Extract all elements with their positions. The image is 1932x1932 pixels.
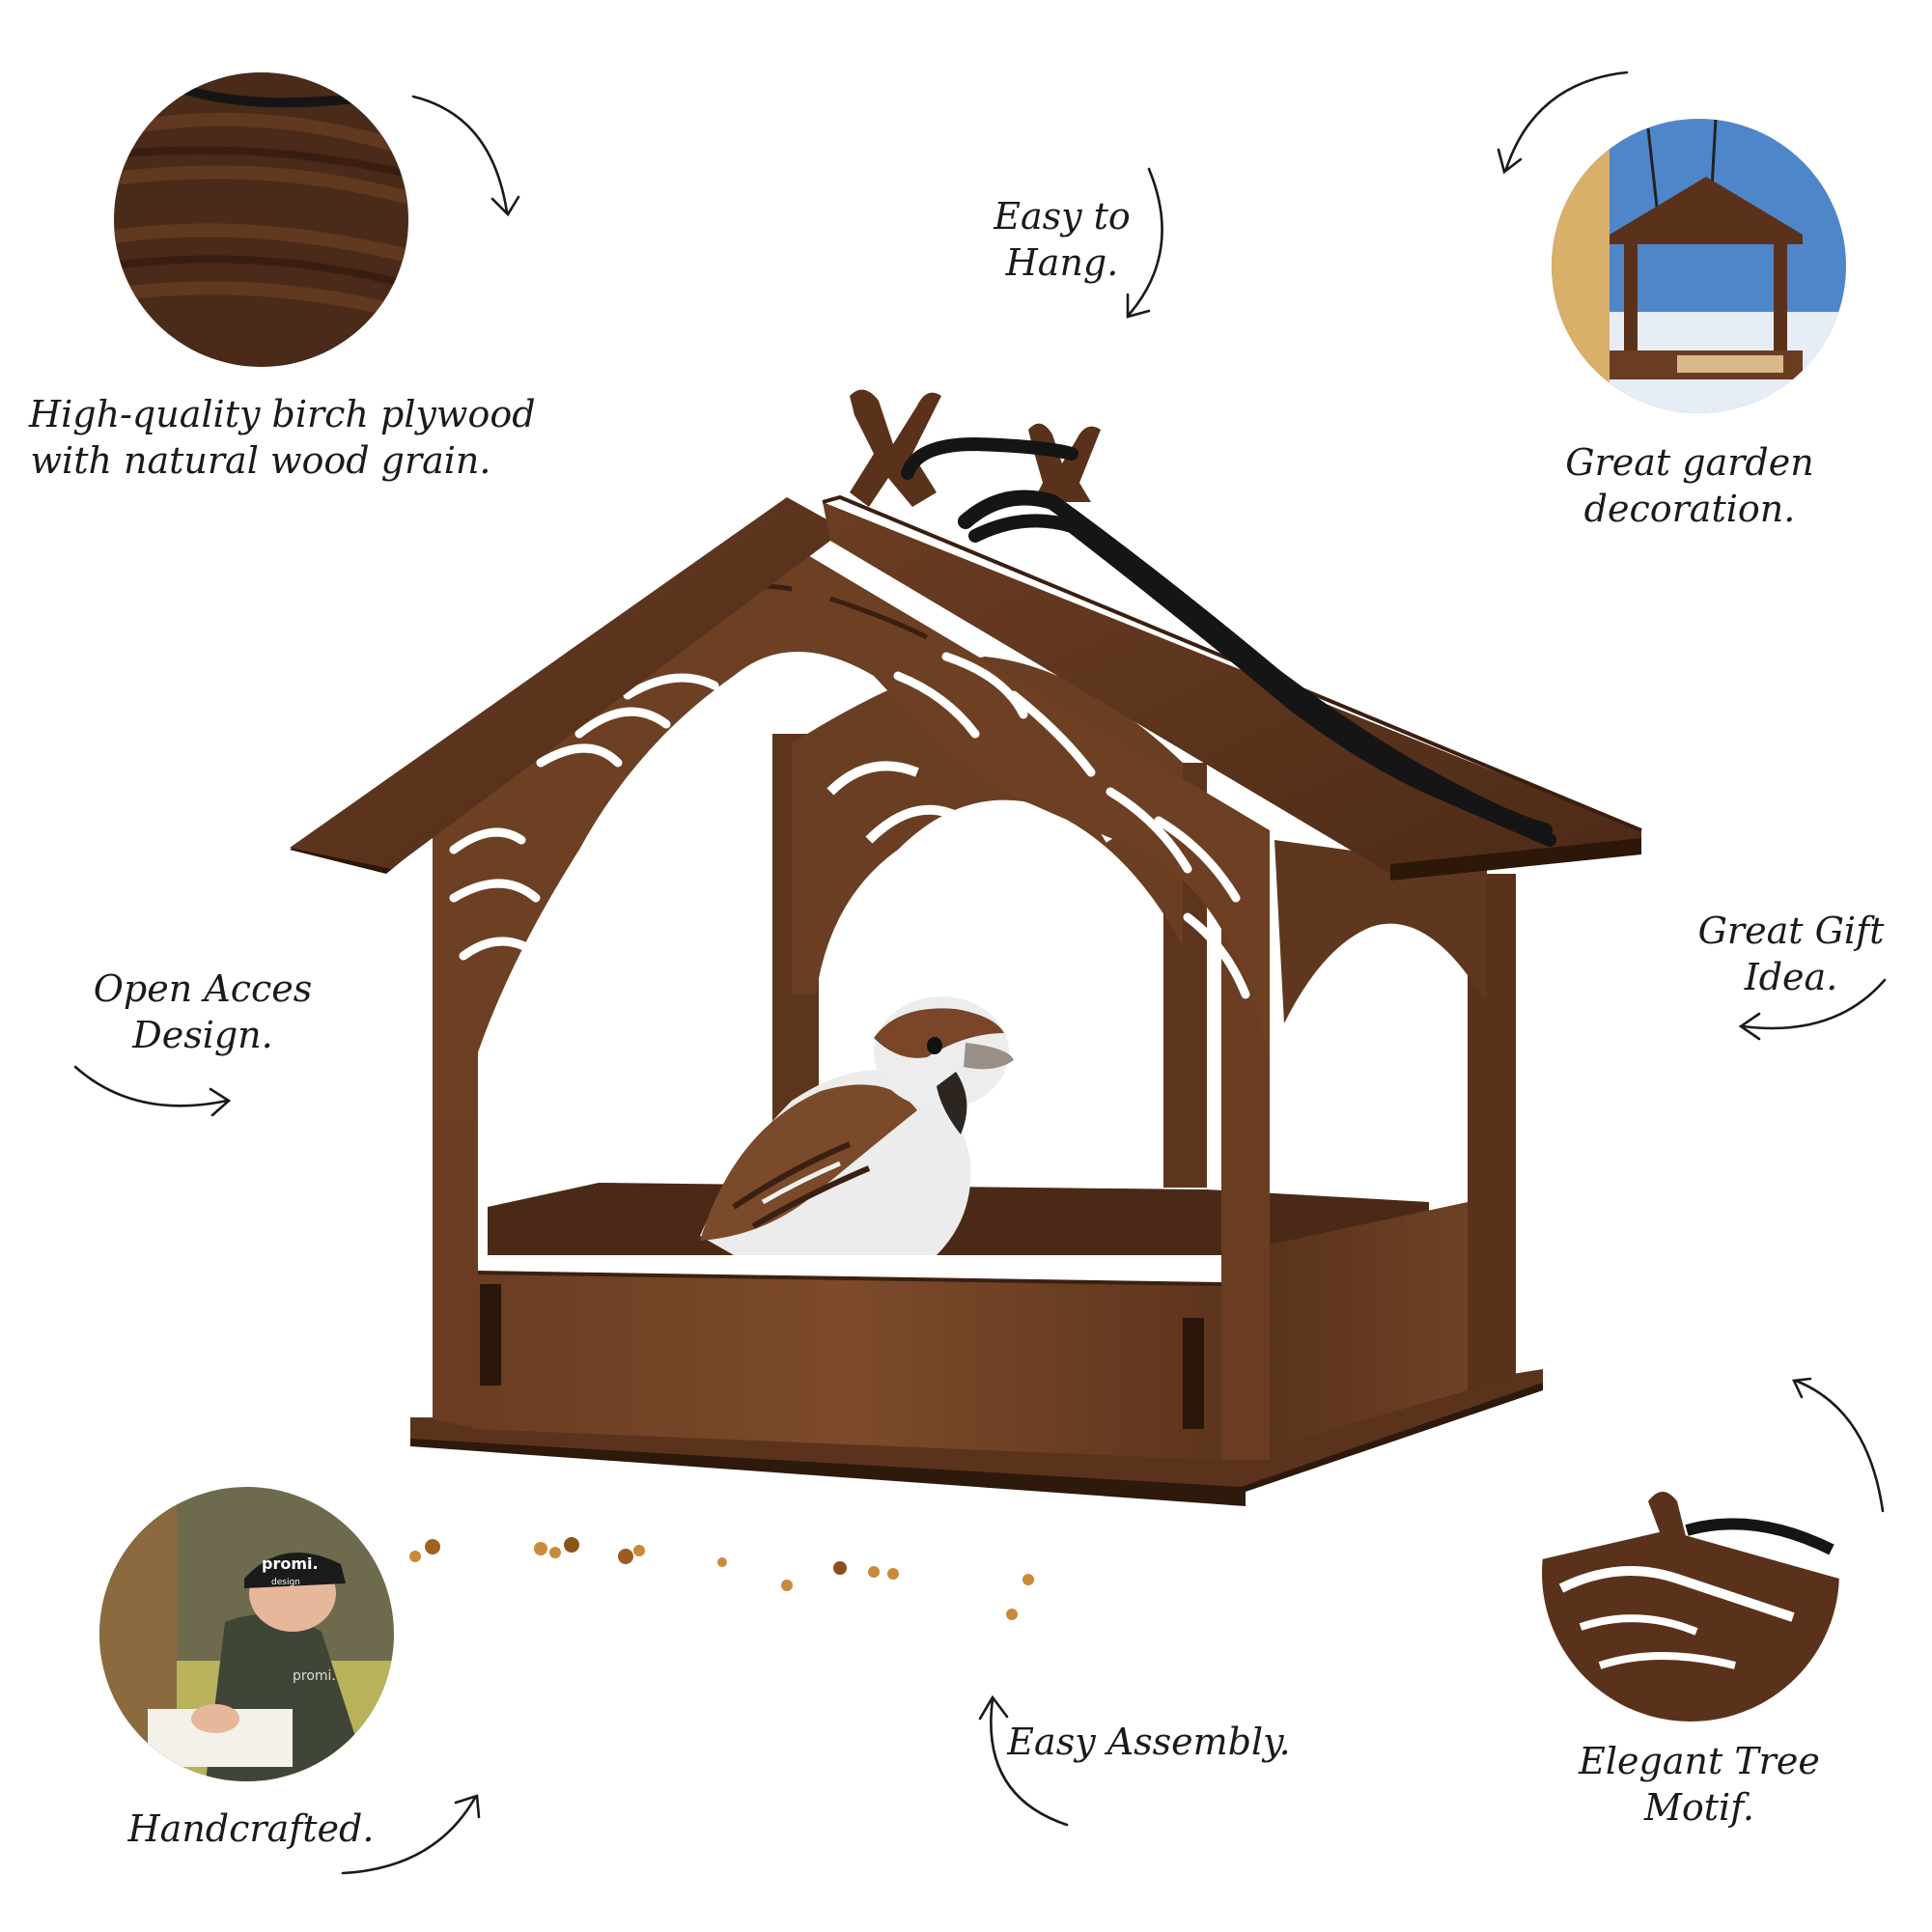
caption-garden-line2: decoration. (1583, 488, 1796, 530)
caption-wood-grain-line1: High-quality birch plywood (29, 393, 536, 435)
caption-open-access-line2: Design. (132, 1014, 273, 1056)
caption-assembly: Easy Assembly. (1004, 1719, 1294, 1765)
caption-gift-line1: Great Gift (1697, 910, 1885, 952)
tree-motif-thumbnail (1542, 1424, 1839, 1722)
caption-easy-hang-line2: Hang. (1005, 241, 1119, 284)
caption-garden: Great garden decoration. (1545, 439, 1834, 532)
caption-gift: Great Gift Idea. (1680, 908, 1902, 1000)
caption-garden-line1: Great garden (1565, 441, 1814, 484)
garden-thumbnail (1552, 119, 1846, 413)
caption-open-access-line1: Open Acces (93, 967, 313, 1010)
wood-grain-thumbnail (114, 72, 408, 367)
cap-sub: design (271, 1578, 300, 1587)
caption-open-access: Open Acces Design. (87, 966, 319, 1058)
caption-gift-line2: Idea. (1744, 956, 1838, 998)
caption-handcrafted: Handcrafted. (126, 1806, 377, 1852)
caption-easy-hang-line1: Easy to (994, 195, 1131, 238)
caption-tree-motif-line1: Elegant Tree (1579, 1740, 1820, 1782)
caption-easy-hang: Easy to Hang. (966, 193, 1159, 286)
caption-tree-motif-line2: Motif. (1644, 1786, 1754, 1829)
caption-assembly-line1: Easy Assembly. (1007, 1721, 1291, 1763)
handcrafted-thumbnail: promi. design promi. (99, 1487, 394, 1781)
cap-logo: promi. (262, 1554, 319, 1573)
caption-wood-grain-line2: with natural wood grain. (30, 439, 491, 482)
sparrow (700, 996, 1014, 1255)
caption-handcrafted-line1: Handcrafted. (127, 1807, 375, 1850)
jacket-logo: promi. (293, 1668, 336, 1684)
caption-wood-grain: High-quality birch plywood with natural … (29, 391, 536, 484)
caption-tree-motif: Elegant Tree Motif. (1574, 1738, 1825, 1831)
